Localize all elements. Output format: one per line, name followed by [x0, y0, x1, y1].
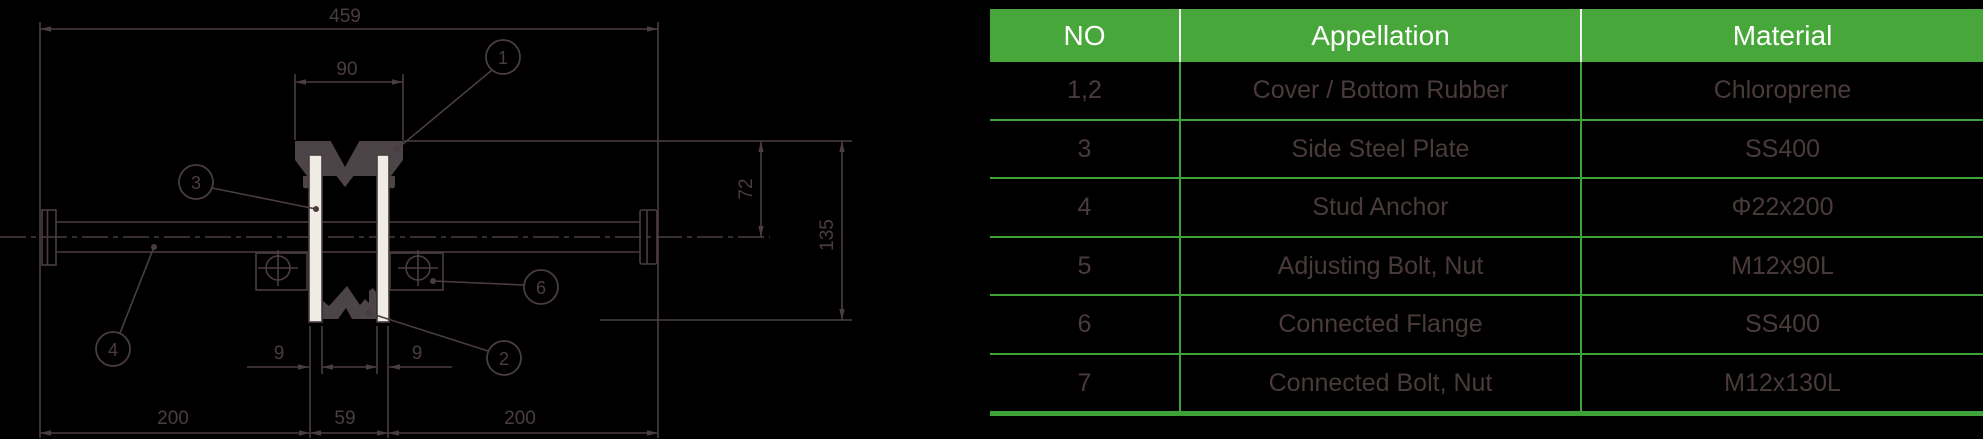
- leader-dots: [151, 146, 436, 316]
- dim-bottom-center: 59: [334, 408, 355, 429]
- callout-1-circle: [485, 39, 521, 75]
- dim-plate-left: 9: [274, 343, 285, 364]
- col-header-material: Material: [1580, 9, 1983, 62]
- extension-lines: [39, 22, 852, 438]
- cell-material: SS400: [1580, 120, 1983, 177]
- table-row: 5 Adjusting Bolt, Nut M12x90L: [990, 237, 1983, 296]
- callout-2-label: 2: [499, 349, 509, 369]
- cell-no: 5: [1077, 251, 1092, 280]
- dim-bottom-right: 200: [504, 408, 536, 429]
- table-row: 7 Connected Bolt, Nut M12x130L: [990, 354, 1983, 416]
- left-bolt-box: [255, 250, 308, 291]
- bottom-rubber: [323, 286, 376, 319]
- dim-height-135: 135: [817, 219, 838, 251]
- cell-appellation: Adjusting Bolt, Nut: [1179, 237, 1580, 294]
- cell-no: 6: [1077, 310, 1092, 338]
- cross-section-drawing: 1 3 4 6 2 459 90 72 135 200 59 200 9 9: [0, 6, 852, 438]
- dim-top-width: 90: [336, 59, 357, 80]
- right-flange: [639, 209, 658, 265]
- cell-material: M12x90L: [1580, 237, 1983, 294]
- left-flange: [41, 209, 57, 266]
- table-row: 3 Side Steel Plate SS400: [990, 120, 1983, 179]
- dimension-lines: [40, 26, 845, 436]
- parts-table: NO Appellation Material 1,2 Cover / Bott…: [990, 9, 1983, 416]
- cell-no: 1,2: [1067, 76, 1102, 104]
- callout-3-label: 3: [191, 173, 201, 193]
- callout-4-label: 4: [108, 340, 118, 360]
- parts-table-header: NO Appellation Material: [990, 9, 1983, 62]
- dim-total-width: 459: [329, 6, 361, 27]
- cell-appellation: Side Steel Plate: [1179, 120, 1580, 177]
- side-steel-plates: [308, 154, 390, 323]
- cell-no: 4: [1077, 193, 1092, 221]
- callout-2-circle: [486, 340, 522, 376]
- leader-lines: [119, 69, 525, 352]
- cell-appellation: Cover / Bottom Rubber: [1179, 62, 1580, 119]
- col-header-no: NO: [1063, 20, 1106, 51]
- cell-appellation: Connected Bolt, Nut: [1179, 354, 1580, 411]
- cell-appellation: Connected Flange: [1179, 296, 1580, 353]
- cell-material: Chloroprene: [1580, 62, 1983, 119]
- callout-6-label: 6: [536, 278, 546, 298]
- dim-plate-right: 9: [412, 343, 423, 364]
- table-row: 6 Connected Flange SS400: [990, 296, 1983, 355]
- callout-4-circle: [95, 331, 131, 367]
- stud-anchor-rod: [56, 221, 640, 253]
- cover-rubber: [295, 138, 403, 189]
- callout-6-circle: [523, 269, 559, 305]
- table-row: 4 Stud Anchor Φ22x200: [990, 179, 1983, 238]
- cell-material: SS400: [1580, 296, 1983, 353]
- dim-bottom-left: 200: [157, 408, 189, 429]
- cell-material: M12x130L: [1580, 354, 1983, 411]
- callout-1-label: 1: [498, 48, 508, 68]
- right-bolt-box: [389, 250, 444, 291]
- table-row: 1,2 Cover / Bottom Rubber Chloroprene: [990, 62, 1983, 121]
- dim-height-72: 72: [736, 178, 757, 199]
- cell-no: 7: [1077, 368, 1092, 397]
- col-header-appellation: Appellation: [1179, 9, 1580, 62]
- callout-3-circle: [178, 164, 214, 200]
- cell-no: 3: [1077, 134, 1092, 163]
- cell-material: Φ22x200: [1580, 179, 1983, 236]
- cell-appellation: Stud Anchor: [1179, 179, 1580, 236]
